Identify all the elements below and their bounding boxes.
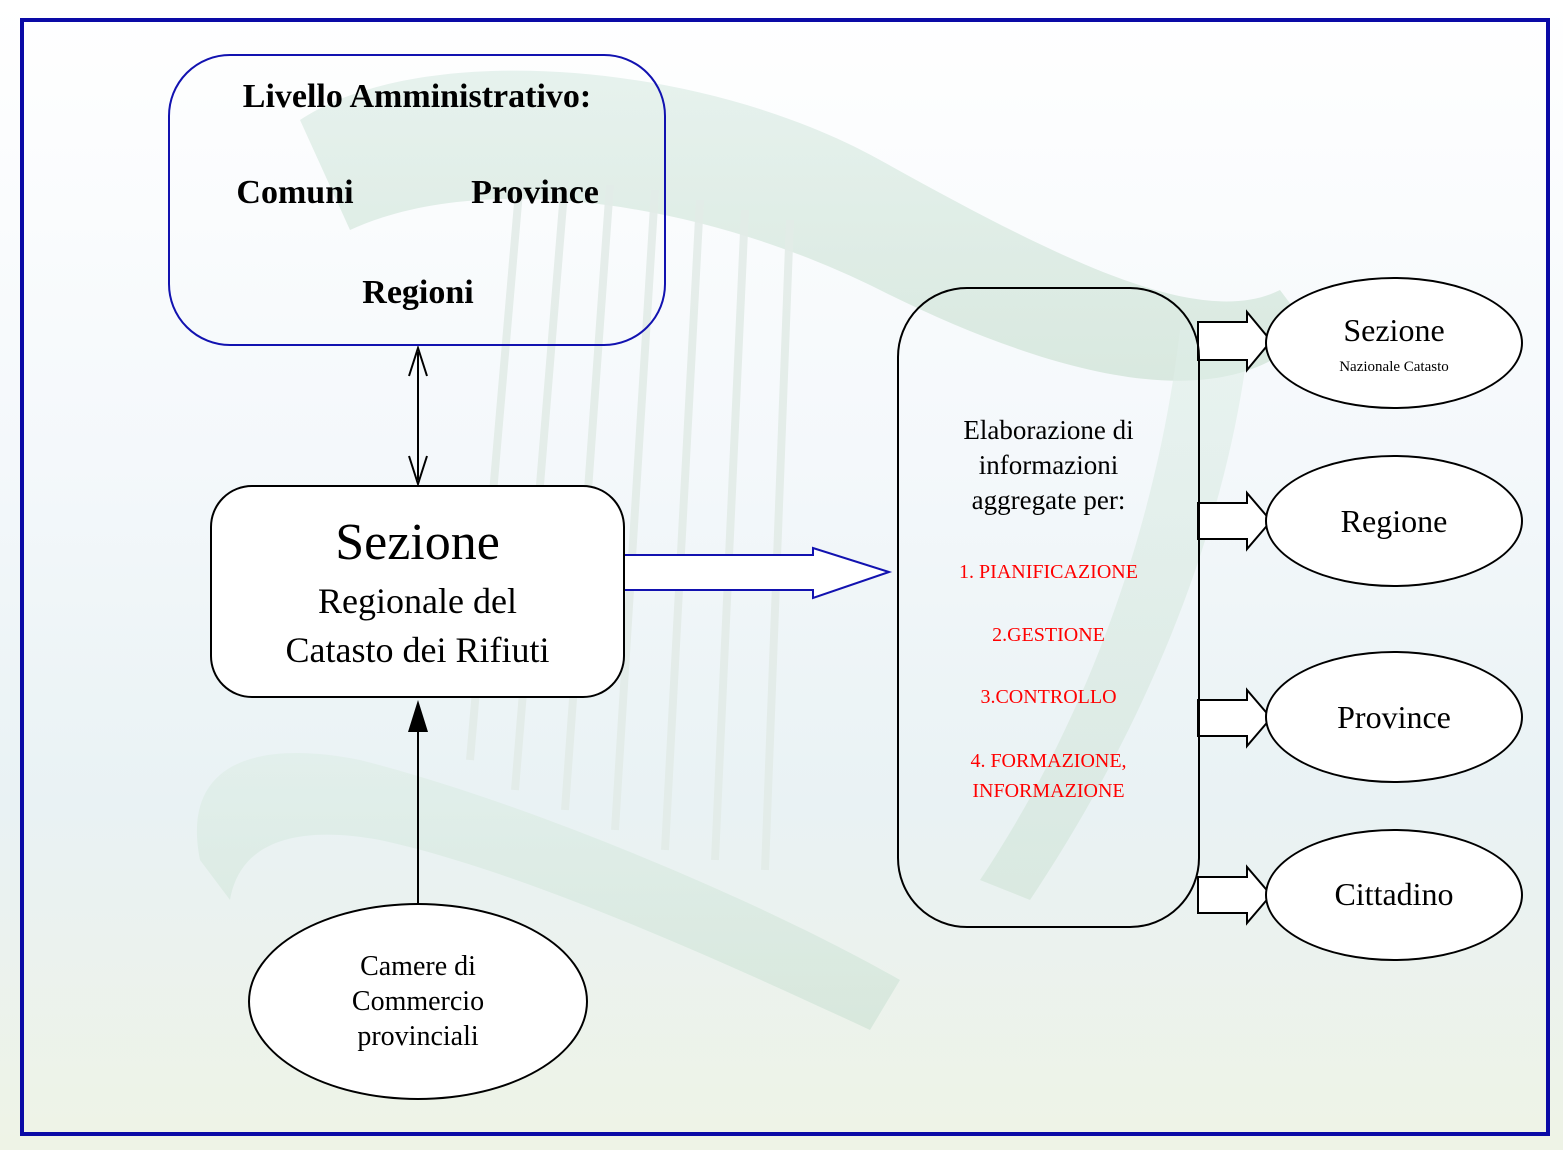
sezione-regionale-line3: Catasto dei Rifiuti xyxy=(285,630,550,670)
elaborazione-item-gestione: 2.GESTIONE xyxy=(992,624,1105,646)
sezione-elaborazione-arrow xyxy=(623,546,893,600)
elaborazione-item-controllo: 3.CONTROLLO xyxy=(980,686,1117,708)
arrow-to-sezione-nazionale xyxy=(1197,309,1273,373)
camere-sezione-arrow xyxy=(408,700,428,905)
cittadino-label: Cittadino xyxy=(1334,876,1454,912)
admin-title: Livello Amministrativo: xyxy=(242,78,592,115)
camere-commercio-ellipse xyxy=(248,903,588,1100)
camere-line3: provinciali xyxy=(357,1021,479,1052)
elaborazione-line2: informazioni xyxy=(978,450,1119,480)
diagram-frame xyxy=(20,18,1550,1136)
camere-line2: Commercio xyxy=(351,986,485,1017)
admin-regioni: Regioni xyxy=(362,274,474,311)
elaborazione-item-informazione: INFORMAZIONE xyxy=(972,780,1125,802)
sezione-nazionale-ellipse xyxy=(1265,277,1523,409)
admin-level-box xyxy=(168,54,666,346)
regione-ellipse xyxy=(1265,455,1523,587)
arrow-to-regione xyxy=(1197,490,1273,552)
regione-label: Regione xyxy=(1340,503,1448,539)
arrow-to-province xyxy=(1197,687,1273,749)
province-ellipse xyxy=(1265,651,1523,783)
sezione-nazionale-subtitle: Nazionale Catasto xyxy=(1339,359,1449,375)
elaborazione-item-pianificazione: 1. PIANIFICAZIONE xyxy=(959,561,1138,583)
camere-line1: Camere di xyxy=(360,951,476,982)
province-label: Province xyxy=(1337,699,1451,735)
elaborazione-item-formazione: 4. FORMAZIONE, xyxy=(970,750,1127,772)
admin-sezione-arrow xyxy=(408,344,428,488)
sezione-regionale-box xyxy=(210,485,625,698)
sezione-nazionale-title: Sezione xyxy=(1343,312,1445,348)
elaborazione-line3: aggregate per: xyxy=(971,485,1126,515)
elaborazione-box xyxy=(897,287,1200,928)
admin-comuni: Comuni xyxy=(236,174,354,211)
admin-province: Province xyxy=(471,174,599,211)
sezione-regionale-title: Sezione xyxy=(335,514,500,571)
elaborazione-line1: Elaborazione di xyxy=(963,415,1134,445)
sezione-regionale-line2: Regionale del xyxy=(318,581,517,621)
cittadino-ellipse xyxy=(1265,829,1523,961)
arrow-to-cittadino xyxy=(1197,864,1273,926)
